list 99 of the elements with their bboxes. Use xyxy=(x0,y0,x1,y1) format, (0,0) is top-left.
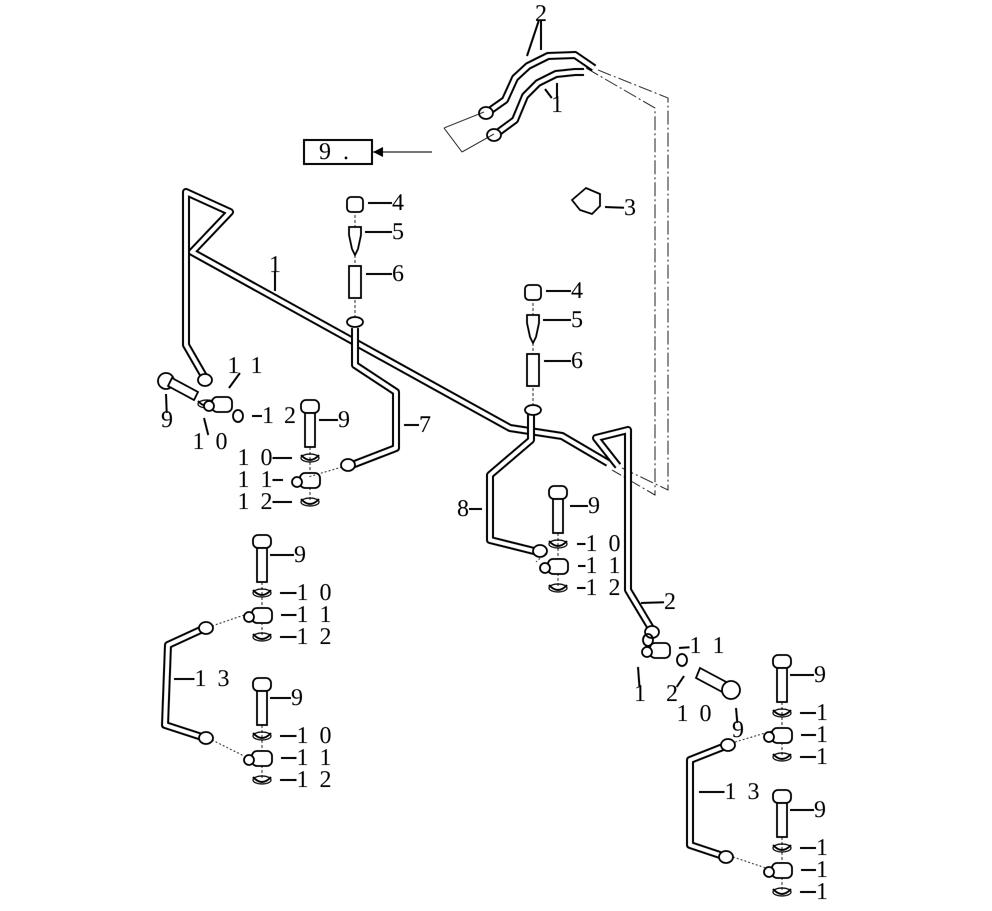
callout-number: 5 xyxy=(392,222,404,242)
leader-line xyxy=(280,636,296,638)
callout-number: 1 xyxy=(816,703,828,723)
callout-number: 1 3 xyxy=(724,782,760,802)
leader-line xyxy=(281,757,296,759)
callout-number: 1 xyxy=(816,725,828,745)
callout-number: 1 0 xyxy=(586,534,620,554)
leader-line xyxy=(319,419,338,421)
callout-number: 2 xyxy=(666,684,678,704)
reference-box: 9 . xyxy=(303,139,373,165)
callout-number: 9 xyxy=(814,800,826,820)
callout-number: 1 2 xyxy=(296,627,332,647)
leader-line xyxy=(543,319,571,321)
leader-line xyxy=(735,708,738,724)
leader-line xyxy=(526,20,540,56)
leader-line xyxy=(280,779,296,781)
leader-line xyxy=(556,83,558,98)
callout-number: 1 xyxy=(269,255,281,275)
callout-number: 4 xyxy=(392,193,404,213)
callout-number: 1 0 xyxy=(676,704,712,724)
callout-number: 1 1 xyxy=(238,470,272,490)
leader-line xyxy=(577,587,586,589)
leader-line xyxy=(270,697,291,699)
leader-line xyxy=(252,415,262,417)
leader-line xyxy=(272,501,292,503)
callout-number: 1 0 xyxy=(296,726,332,746)
callout-number: 9 xyxy=(732,720,744,740)
callout-number: 1 xyxy=(634,684,646,704)
callout-number: 1 3 xyxy=(194,669,230,689)
callout-number: 1 xyxy=(816,747,828,767)
callout-number: 1 2 xyxy=(238,492,272,512)
leader-line xyxy=(640,601,664,604)
callout-number: 1 1 xyxy=(228,356,262,376)
callout-number: 1 0 xyxy=(238,448,272,468)
arrow xyxy=(372,147,432,157)
callout-number: 1 0 xyxy=(192,432,228,452)
leader-line xyxy=(637,666,640,688)
callout-number: 5 xyxy=(571,310,583,330)
leader-line xyxy=(678,646,690,649)
leader-line xyxy=(366,273,392,275)
callout-number: 1 xyxy=(816,882,828,902)
callout-number: 1 1 xyxy=(690,636,724,656)
leader-line xyxy=(790,674,814,676)
callout-number: 9 xyxy=(161,410,173,430)
leader-line xyxy=(801,734,816,736)
leader-line xyxy=(174,678,194,680)
leader-line xyxy=(280,592,296,594)
leader-line xyxy=(800,847,816,849)
leader-line xyxy=(604,206,624,209)
callout-number: 1 1 xyxy=(296,748,332,768)
leader-line xyxy=(228,372,241,389)
callout-number: 1 1 xyxy=(296,605,332,625)
leader-line xyxy=(544,360,571,362)
callout-number: 9 xyxy=(338,410,350,430)
callout-number: 1 xyxy=(816,860,828,880)
callout-number: 2 xyxy=(535,4,547,24)
callout-number: 1 xyxy=(262,406,274,426)
leader-line xyxy=(577,543,586,545)
callout-number: 1 xyxy=(816,838,828,858)
callout-number: 6 xyxy=(392,264,404,284)
leader-line xyxy=(281,614,296,616)
callout-number: 1 2 xyxy=(586,578,620,598)
leader-line xyxy=(699,791,724,793)
callout-number: 8 xyxy=(457,499,469,519)
callout-number: 9 xyxy=(291,688,303,708)
callout-number: 4 xyxy=(571,281,583,301)
leader-line xyxy=(365,231,392,233)
leader-line xyxy=(272,457,292,459)
leader-line xyxy=(540,21,542,50)
callout-number: 3 xyxy=(624,198,636,218)
leader-line xyxy=(578,565,586,567)
callout-number: 9 xyxy=(814,665,826,685)
leader-line xyxy=(280,735,296,737)
leader-line xyxy=(544,88,553,99)
leader-line xyxy=(800,756,816,758)
leader-line xyxy=(800,891,816,893)
leader-line xyxy=(165,394,168,414)
leader-line xyxy=(800,712,816,714)
leader-line xyxy=(546,290,571,292)
leader-line xyxy=(272,479,283,481)
callout-number: 1 0 xyxy=(296,583,332,603)
leader-line xyxy=(270,554,294,556)
leader-line xyxy=(368,202,392,204)
leader-line xyxy=(404,424,419,426)
callout-number: 1 2 xyxy=(296,770,332,790)
callout-number: 1 1 xyxy=(586,556,620,576)
callout-number: 6 xyxy=(571,351,583,371)
callout-number: 2 xyxy=(284,406,296,426)
leader-line xyxy=(203,418,210,436)
callout-number: 2 xyxy=(664,592,676,612)
leader-line xyxy=(469,508,482,510)
leader-line xyxy=(570,505,588,507)
leader-line xyxy=(790,809,814,811)
callout-number: 9 xyxy=(588,496,600,516)
leader-line xyxy=(676,675,685,688)
leader-line xyxy=(801,869,816,871)
callout-number: 7 xyxy=(419,415,431,435)
callout-number: 9 xyxy=(294,545,306,565)
leader-line xyxy=(274,272,276,291)
